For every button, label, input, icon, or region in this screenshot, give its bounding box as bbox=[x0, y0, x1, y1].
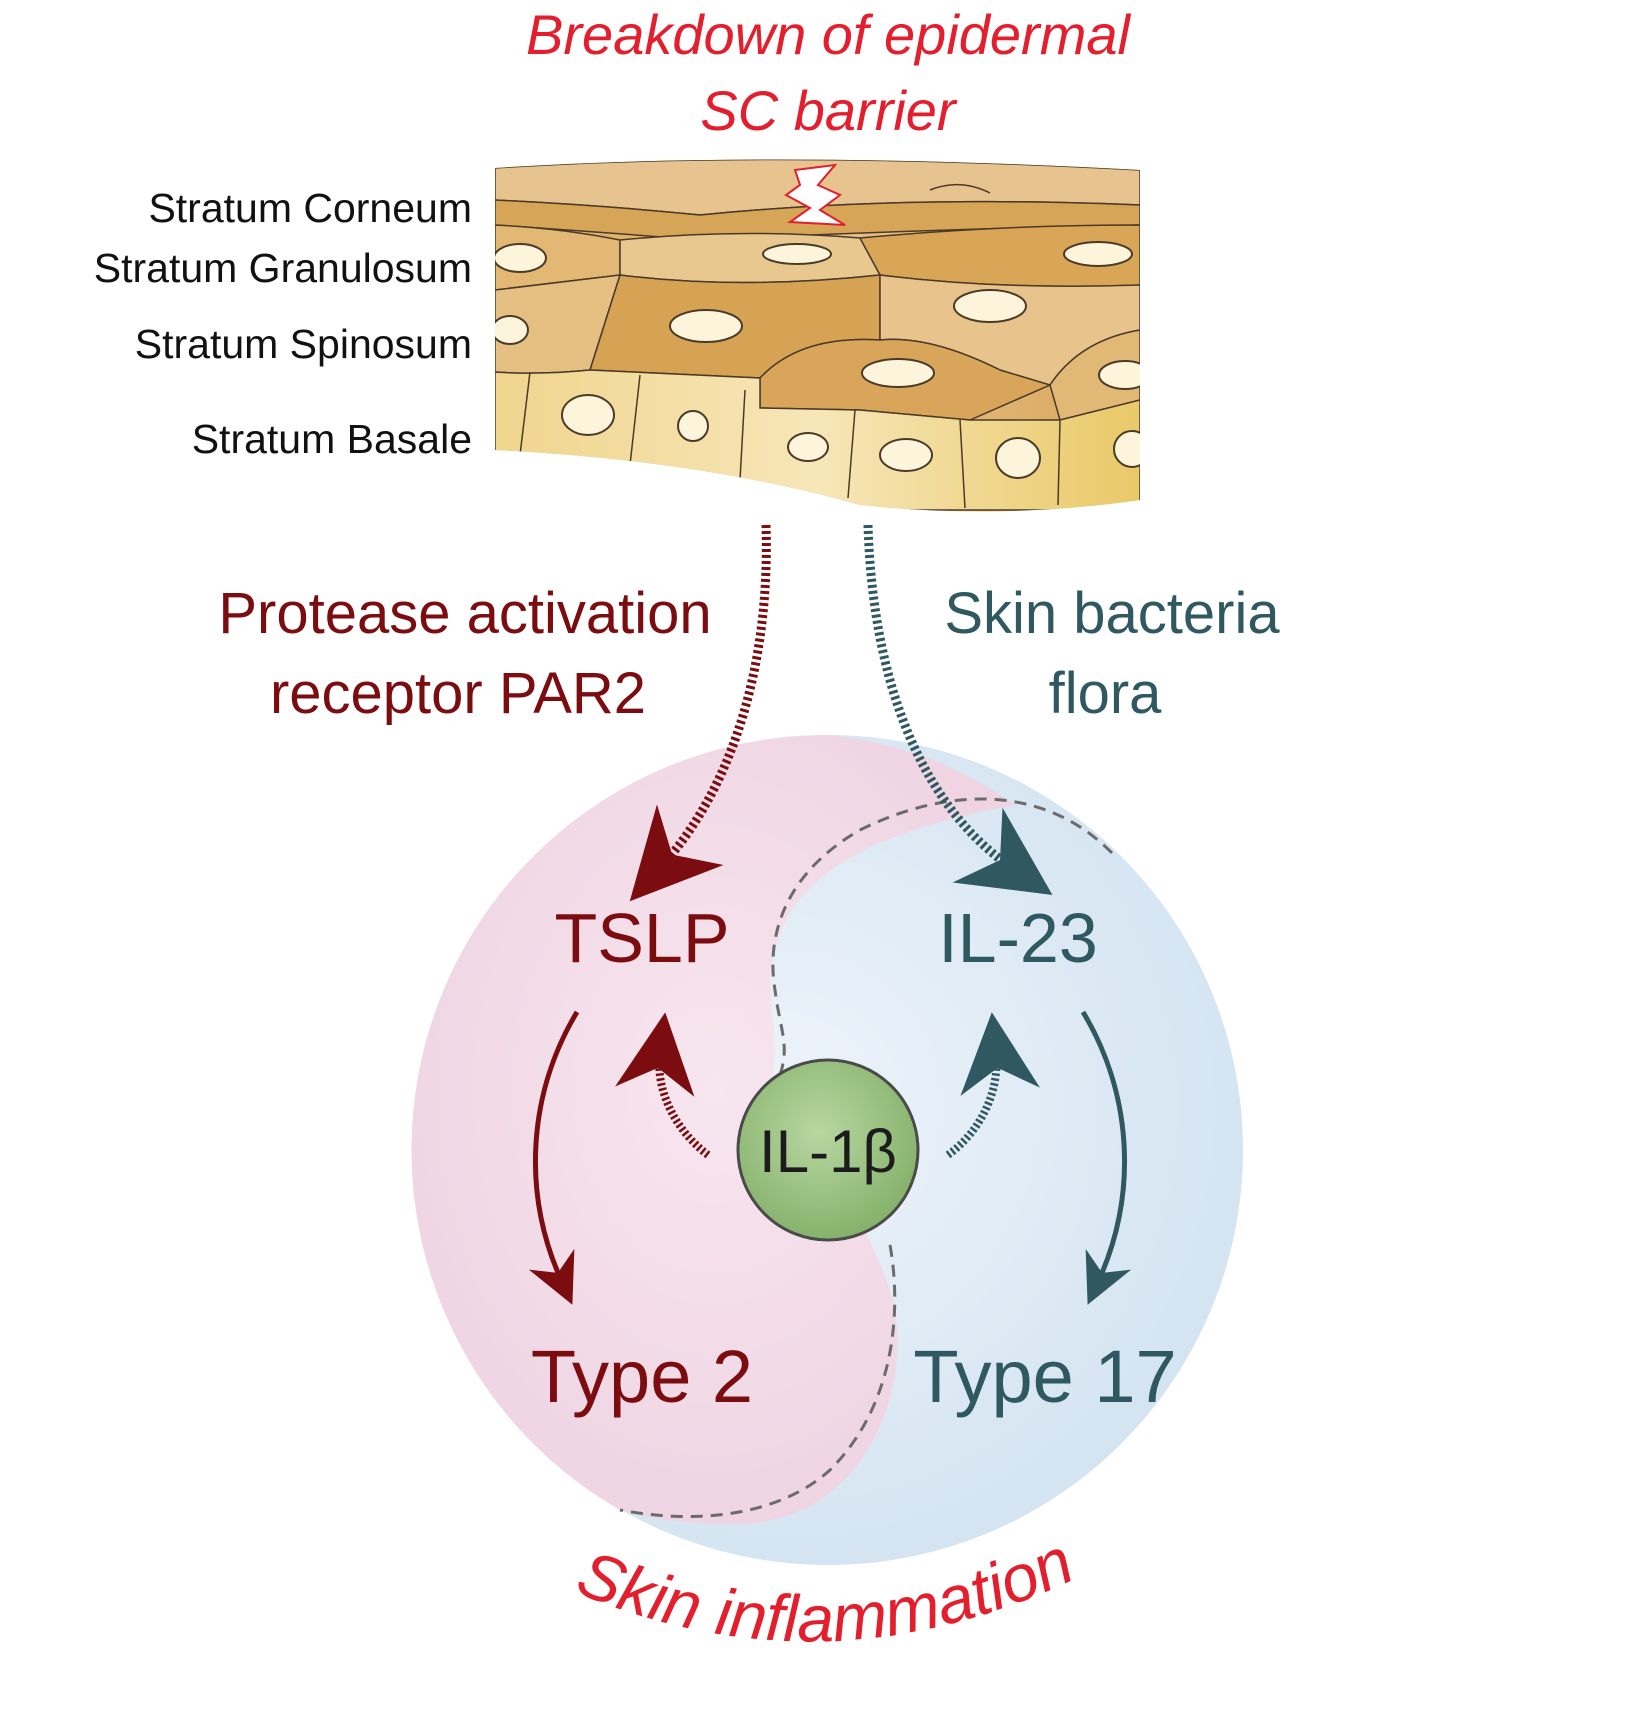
bacteria-dotted-arrow bbox=[863, 524, 1053, 895]
il23-label: IL-23 bbox=[938, 899, 1098, 977]
il23-to-type17-arrow bbox=[1080, 1010, 1132, 1305]
il1b-to-il23-dotted-arrow bbox=[945, 1012, 1040, 1159]
type-2-region bbox=[411, 734, 1015, 1525]
type17-label: Type 17 bbox=[913, 1335, 1176, 1418]
layer-label-stratum-spinosum: Stratum Spinosum bbox=[135, 321, 472, 367]
bacteria-label-line-2: flora bbox=[1049, 661, 1163, 726]
title-line-2: SC barrier bbox=[700, 79, 958, 142]
bacteria-label-line-1: Skin bacteria bbox=[944, 581, 1280, 646]
il1b-to-tslp-dotted-arrow bbox=[615, 1012, 711, 1159]
il1b-label: IL-1β bbox=[759, 1118, 897, 1185]
par2-label-line-2: receptor PAR2 bbox=[270, 661, 646, 726]
layer-label-stratum-corneum: Stratum Corneum bbox=[148, 185, 472, 231]
par2-dotted-arrow bbox=[629, 524, 771, 902]
layer-label-stratum-basale: Stratum Basale bbox=[192, 416, 472, 462]
il1b-node bbox=[736, 1058, 920, 1242]
type2-label: Type 2 bbox=[531, 1335, 753, 1418]
skin-cross-section-illustration bbox=[495, 159, 1140, 512]
title-line-1: Breakdown of epidermal bbox=[526, 3, 1131, 66]
tslp-to-type2-arrow bbox=[528, 1010, 580, 1305]
region-boundary-dashed-line bbox=[619, 797, 1114, 1518]
par2-label-line-1: Protease activation bbox=[218, 581, 711, 646]
tslp-label: TSLP bbox=[554, 899, 729, 977]
layer-label-stratum-granulosum: Stratum Granulosum bbox=[94, 245, 472, 291]
